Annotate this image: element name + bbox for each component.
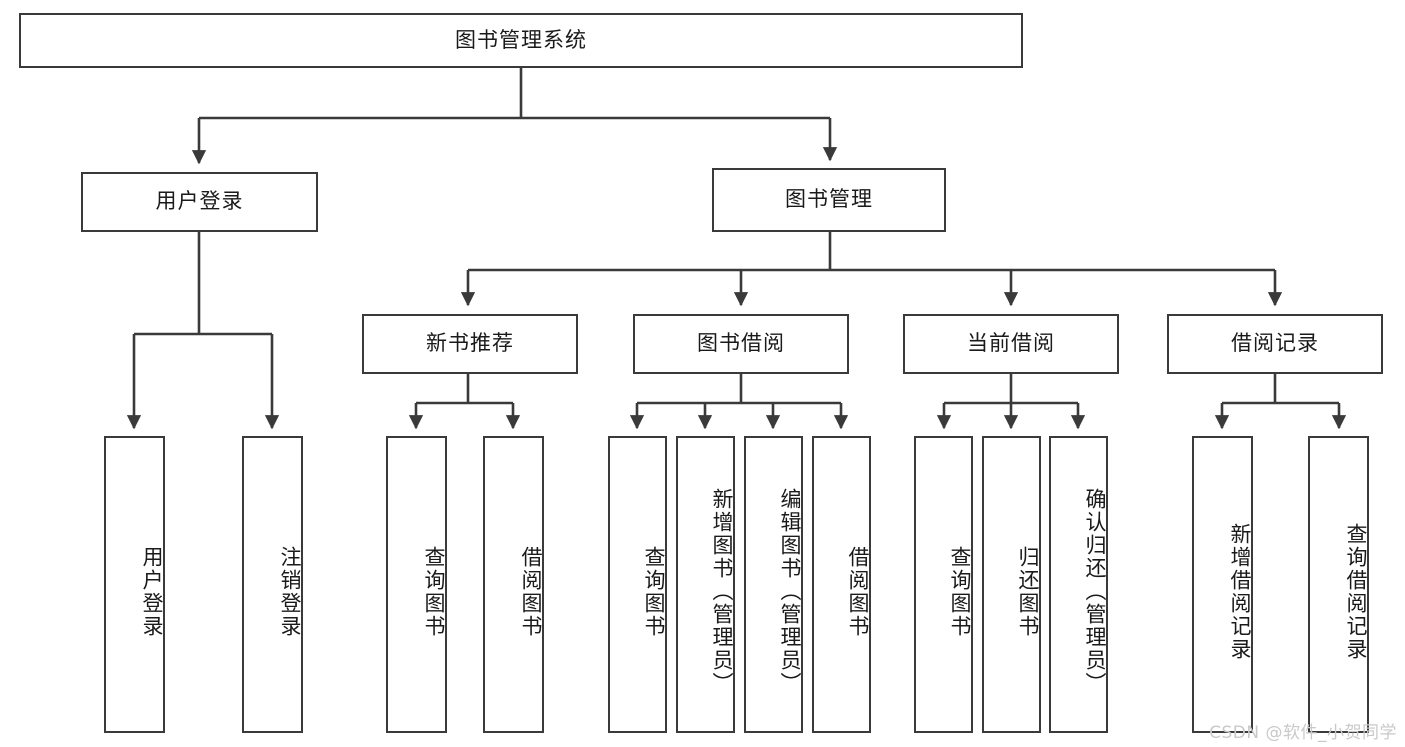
node-book-borrow-label: 图书借阅 [697,331,785,356]
node-leaf-query-record[interactable]: 查询借阅记录 [1308,436,1369,733]
node-book-borrow[interactable]: 图书借阅 [633,314,849,374]
node-leaf-edit-book-label: 编辑图书（管理员） [778,488,802,695]
node-user-login[interactable]: 用户登录 [81,172,318,232]
node-new-book-rec[interactable]: 新书推荐 [362,314,578,374]
node-leaf-query-book-2-label: 查询图书 [642,545,666,638]
node-leaf-query-book-3-label: 查询图书 [948,545,972,638]
node-leaf-query-book-3[interactable]: 查询图书 [914,436,973,733]
node-leaf-return-book[interactable]: 归还图书 [982,436,1041,733]
node-borrow-record-label: 借阅记录 [1231,331,1319,356]
node-leaf-add-book[interactable]: 新增图书（管理员） [676,436,735,733]
node-new-book-rec-label: 新书推荐 [426,331,514,356]
node-current-borrow-label: 当前借阅 [967,331,1055,356]
node-leaf-query-book-1-label: 查询图书 [422,545,446,638]
node-leaf-user-login[interactable]: 用户登录 [104,436,165,733]
node-leaf-query-book-2[interactable]: 查询图书 [608,436,667,733]
node-leaf-query-book-1[interactable]: 查询图书 [386,436,447,733]
node-book-manage[interactable]: 图书管理 [712,168,946,232]
node-leaf-add-record[interactable]: 新增借阅记录 [1192,436,1253,733]
node-leaf-query-record-label: 查询借阅记录 [1344,522,1368,661]
node-borrow-record[interactable]: 借阅记录 [1167,314,1383,374]
node-leaf-user-login-label: 用户登录 [140,545,164,638]
csdn-watermark: CSDN @软件_小贺同学 [1209,723,1397,743]
node-leaf-borrow-book-1-label: 借阅图书 [519,545,543,638]
node-leaf-add-record-label: 新增借阅记录 [1228,522,1252,661]
node-leaf-add-book-label: 新增图书（管理员） [710,488,734,695]
node-book-manage-label: 图书管理 [785,187,873,212]
node-leaf-confirm-return-label: 确认归还（管理员） [1083,488,1107,695]
node-leaf-borrow-book-2-label: 借阅图书 [846,545,870,638]
node-user-login-label: 用户登录 [155,189,244,214]
node-leaf-logout[interactable]: 注销登录 [242,436,303,733]
node-leaf-confirm-return[interactable]: 确认归还（管理员） [1049,436,1108,733]
node-leaf-borrow-book-2[interactable]: 借阅图书 [812,436,871,733]
node-current-borrow[interactable]: 当前借阅 [903,314,1119,374]
node-root[interactable]: 图书管理系统 [19,13,1023,68]
node-leaf-borrow-book-1[interactable]: 借阅图书 [483,436,544,733]
node-root-label: 图书管理系统 [455,27,587,52]
node-leaf-logout-label: 注销登录 [278,545,302,638]
node-leaf-return-book-label: 归还图书 [1016,545,1040,638]
node-leaf-edit-book[interactable]: 编辑图书（管理员） [744,436,803,733]
